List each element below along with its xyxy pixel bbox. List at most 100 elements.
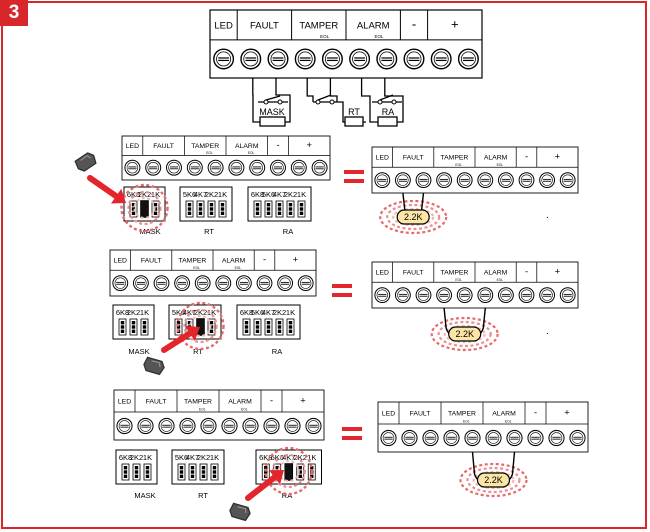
- highlight-ring: [133, 197, 156, 219]
- screw-inner: [230, 162, 243, 174]
- pin: [244, 321, 249, 325]
- terminal-screw-icon: [277, 275, 294, 292]
- tweezers-highlight: [237, 506, 247, 514]
- row2-resistor: 2.2K: [430, 307, 499, 352]
- jumper-value-label: 2K2: [284, 190, 297, 199]
- screw-inner: [520, 289, 533, 301]
- screw-inner: [479, 289, 491, 301]
- pin: [266, 321, 271, 325]
- group-label-ra: RA: [282, 491, 292, 500]
- screw-inner: [500, 289, 512, 301]
- pin: [131, 329, 136, 333]
- terminal-label-fault: FAULT: [250, 21, 279, 32]
- pin: [277, 211, 282, 215]
- terminal-screw-icon: [497, 287, 514, 304]
- switch-node: [391, 99, 397, 105]
- terminal-screw-icon: [137, 417, 154, 435]
- pin: [266, 211, 271, 215]
- terminal-screw-icon: [132, 275, 149, 292]
- pin: [131, 321, 136, 325]
- terminal-screw-icon: [422, 429, 439, 447]
- pin: [255, 325, 260, 329]
- terminal-screw-icon: [242, 417, 259, 435]
- pin: [277, 203, 282, 207]
- equals-bar: [332, 284, 352, 288]
- terminal-screw-icon: [166, 159, 182, 176]
- terminal-screw-icon: [263, 417, 280, 435]
- highlight-ring: [386, 203, 441, 231]
- wire: [252, 78, 260, 123]
- pin: [255, 321, 260, 325]
- eol-label: EOL: [375, 34, 385, 39]
- pin: [201, 474, 206, 478]
- terminal-screw-icon: [145, 159, 162, 176]
- terminal-screw-icon: [215, 275, 232, 292]
- wire: [384, 78, 404, 123]
- pin: [212, 470, 217, 474]
- jumper-value-label: 5K6: [175, 453, 188, 462]
- terminal-label-led: LED: [114, 258, 127, 265]
- screw-inner: [286, 420, 299, 432]
- pin: [220, 203, 225, 207]
- pin: [277, 321, 282, 325]
- terminal-label-minus: -: [412, 17, 416, 32]
- pin: [266, 325, 271, 329]
- screw-inner: [197, 277, 209, 289]
- resistor-value: 2.2K: [484, 475, 503, 485]
- terminal-screw-icon: [497, 172, 514, 189]
- pin: [131, 325, 136, 329]
- terminal-label-minus: -: [276, 140, 279, 150]
- screw-inner: [445, 432, 458, 444]
- screw-inner: [181, 420, 194, 432]
- pin: [134, 466, 139, 470]
- jumper-cap-icon: [284, 463, 294, 481]
- pin: [142, 329, 147, 333]
- screw-inner: [382, 432, 395, 444]
- pin: [187, 321, 192, 325]
- screw-inner: [376, 289, 388, 301]
- terminal-label-plus: +: [451, 17, 459, 32]
- terminal-label-plus: +: [300, 396, 305, 406]
- screw-inner: [466, 432, 479, 444]
- terminal-screw-icon: [267, 48, 289, 70]
- tweezers-body: [229, 502, 251, 522]
- terminal-screw-icon: [374, 172, 391, 189]
- pin: [277, 207, 282, 211]
- terminal-screw-icon: [569, 429, 586, 447]
- terminal-label-alarm: ALARM: [484, 155, 508, 162]
- screw-inner: [189, 162, 201, 174]
- screw-inner: [379, 51, 395, 67]
- terminal-screw-icon: [539, 287, 556, 304]
- screw-inner: [313, 162, 326, 174]
- terminal-screw-icon: [294, 48, 316, 70]
- terminal-label-fault: FAULT: [146, 399, 168, 406]
- terminal-label-fault: FAULT: [153, 143, 175, 150]
- switch-blade: [379, 94, 394, 101]
- resistor-symbol: [344, 116, 364, 127]
- screw-inner: [223, 420, 236, 432]
- pin: [142, 321, 147, 325]
- pin: [209, 321, 214, 325]
- terminal-label-alarm: ALARM: [235, 143, 259, 150]
- terminal-screw-icon: [240, 48, 262, 70]
- arrow-shaft: [161, 330, 193, 353]
- pin: [131, 203, 136, 207]
- group-label-mask: MASK: [134, 491, 155, 500]
- terminal-screw-icon: [158, 417, 175, 435]
- terminal-label-alarm: ALARM: [484, 270, 508, 277]
- jumper-value-label: 6K8: [127, 190, 140, 199]
- pin: [142, 325, 147, 329]
- highlight-ring: [264, 446, 313, 496]
- pin: [209, 211, 214, 215]
- terminal-screw-icon: [228, 159, 245, 176]
- highlight-ring: [176, 301, 225, 351]
- eol-label: EOL: [206, 151, 213, 155]
- pin: [179, 466, 184, 470]
- screw-inner: [209, 162, 222, 174]
- terminal-label-minus: -: [525, 267, 528, 277]
- terminal-screw-icon: [179, 417, 196, 435]
